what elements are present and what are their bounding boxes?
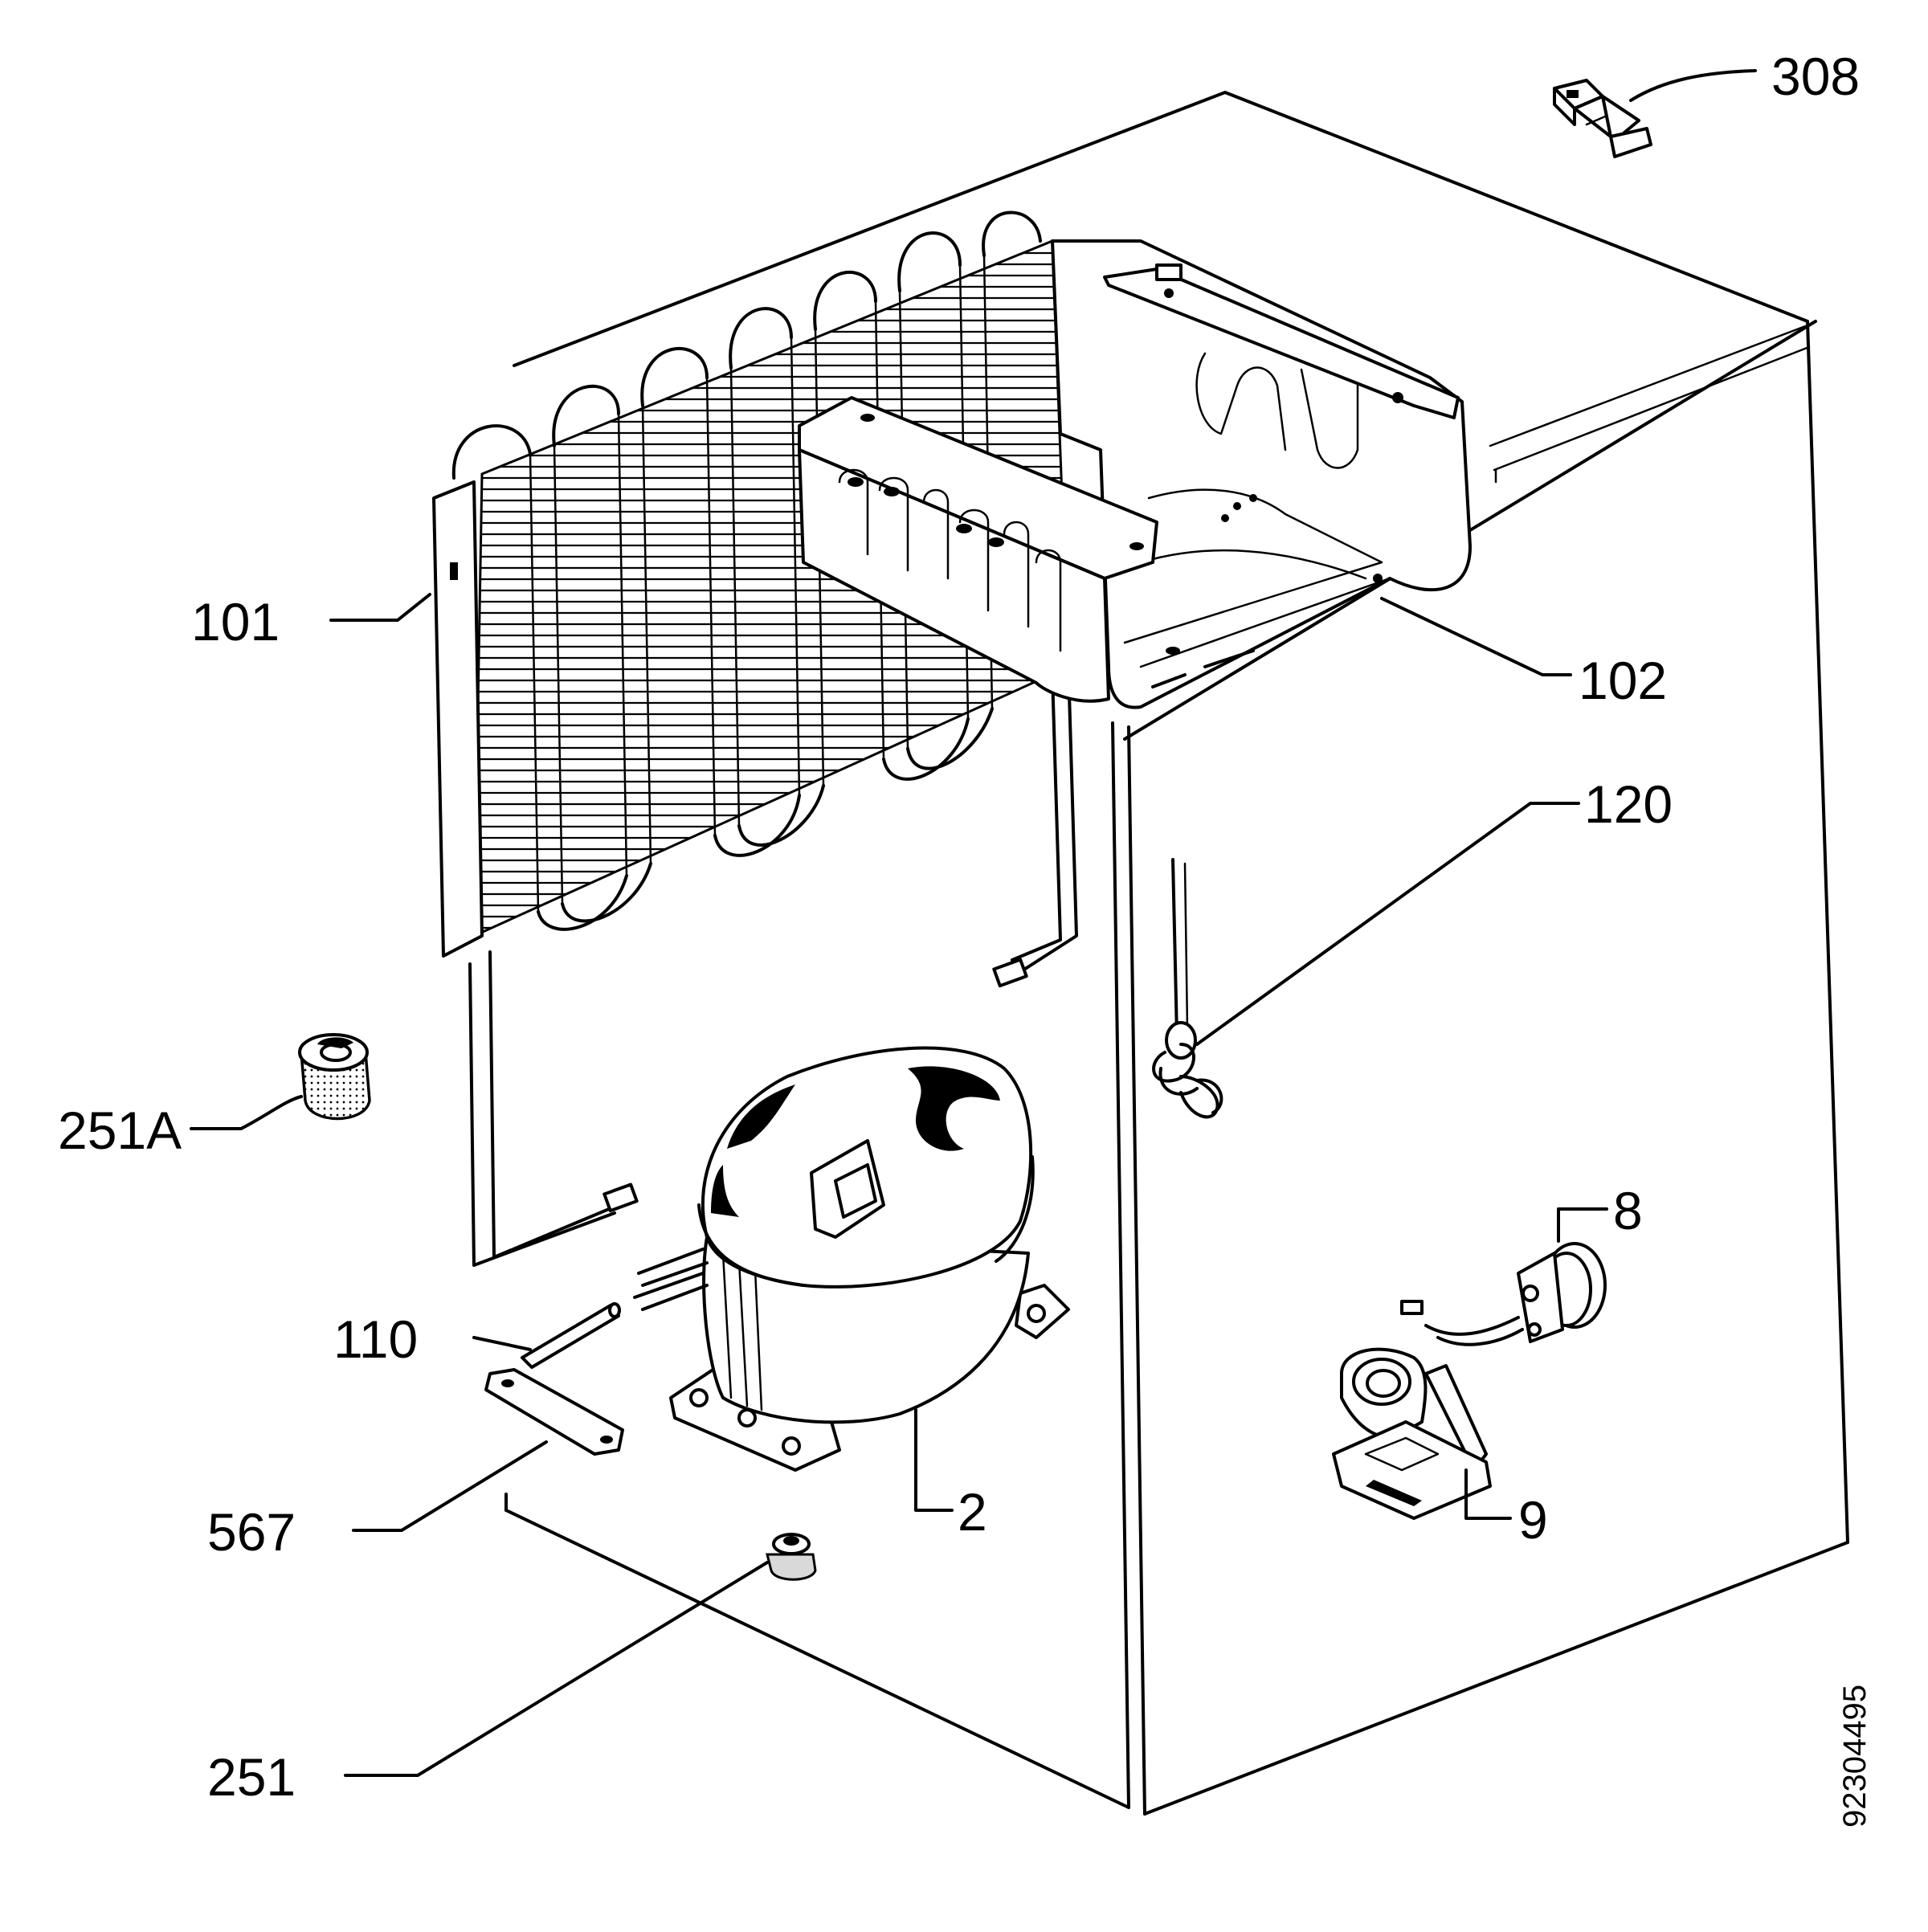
callout-110: 110 [333,1309,418,1369]
cabinet-body [504,91,1849,1816]
callout-102: 102 [1579,651,1667,710]
pipe-110 [521,1302,621,1369]
callout-120: 120 [1584,774,1673,834]
callout-308: 308 [1771,47,1860,106]
strap-567 [484,1368,624,1456]
clip-308 [1553,79,1652,158]
callout-9: 9 [1518,1490,1548,1550]
callout-2: 2 [958,1482,987,1542]
callout-101: 101 [191,592,280,651]
grommet-251 [766,1533,817,1581]
callout-251: 251 [207,1747,296,1807]
grommet-251a [298,1033,371,1121]
leader-lines [190,69,1757,1777]
callout-251a: 251A [58,1101,182,1160]
thermostat-bulb [1152,858,1223,1119]
compressor [633,1046,1070,1472]
callout-8: 8 [1613,1181,1643,1240]
callout-labels: 308 101 102 120 251A 8 110 9 2 567 251 9… [58,47,1873,1828]
evaporator [798,239,1472,709]
callout-567: 567 [207,1502,296,1562]
lamp-holder-9 [1332,1347,1492,1520]
document-code: 92304495 [1837,1685,1873,1828]
thermostat-8 [1400,1242,1607,1346]
